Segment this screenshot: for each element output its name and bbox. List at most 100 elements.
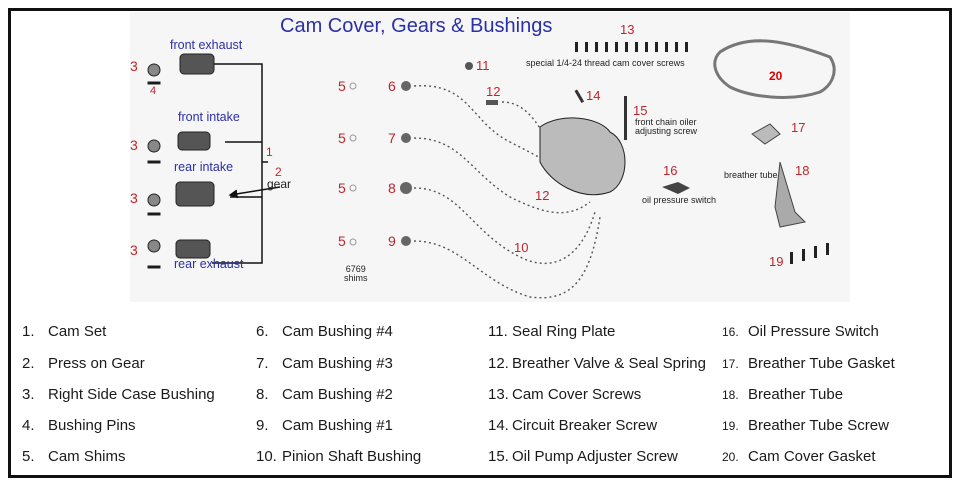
seal-ring-plate bbox=[465, 62, 473, 70]
callout-5c: 5 bbox=[338, 180, 346, 196]
legend-item-label: Cam Bushing #1 bbox=[282, 417, 393, 434]
cam-gears bbox=[175, 53, 215, 259]
cam-set-bracket bbox=[212, 63, 281, 264]
shims bbox=[349, 82, 357, 246]
legend-item: 7.Cam Bushing #3 bbox=[256, 355, 393, 372]
callout-3b: 3 bbox=[130, 137, 138, 153]
legend-item-label: Cam Shims bbox=[48, 448, 126, 465]
legend-item: 8.Cam Bushing #2 bbox=[256, 386, 393, 403]
legend-item-label: Oil Pressure Switch bbox=[748, 323, 879, 340]
exploded-parts-diagram: Cam Cover, Gears & Bushings front exhaus… bbox=[130, 12, 850, 302]
legend-item-label: Cam Set bbox=[48, 323, 107, 340]
callout-4: 4 bbox=[150, 85, 157, 97]
legend-item: 5.Cam Shims bbox=[22, 448, 126, 465]
legend-item: 1. Cam Set bbox=[22, 323, 106, 340]
legend-item-number: 20. bbox=[722, 450, 739, 464]
callout-5d: 5 bbox=[338, 233, 346, 249]
legend-item-number: 13. bbox=[488, 386, 509, 403]
label-front-intake: front intake bbox=[178, 110, 240, 124]
legend-item-label: Breather Tube bbox=[748, 386, 844, 403]
legend-item-number: 10. bbox=[256, 448, 277, 465]
label-breather-tube: breather tube bbox=[724, 170, 778, 180]
callout-19: 19 bbox=[769, 254, 784, 269]
diagram-title: Cam Cover, Gears & Bushings bbox=[280, 15, 553, 37]
legend-item: 4. Bushing Pins bbox=[22, 417, 136, 434]
legend-item-number: 18. bbox=[722, 388, 739, 402]
legend-item: 20. Cam Cover Gasket bbox=[722, 448, 876, 465]
label-shims: 6769 shims bbox=[344, 264, 368, 283]
legend-item: 15.Oil Pump Adjuster Screw bbox=[488, 448, 678, 465]
callout-14: 14 bbox=[586, 88, 601, 103]
legend-item-label: Breather Valve & Seal Spring bbox=[512, 355, 706, 372]
callout-20: 20 bbox=[769, 69, 783, 83]
legend-item: 3.Right Side Case Bushing bbox=[22, 386, 215, 403]
callout-5b: 5 bbox=[338, 130, 346, 146]
legend-item-label: Bushing Pins bbox=[48, 417, 136, 434]
callout-12b: 12 bbox=[535, 188, 550, 203]
legend-item: 2. Press on Gear bbox=[22, 355, 145, 372]
legend-item-label: Cam Bushing #4 bbox=[282, 323, 393, 340]
case-bushings bbox=[147, 63, 161, 269]
callout-16: 16 bbox=[663, 163, 678, 178]
legend-item-label: Circuit Breaker Screw bbox=[512, 417, 658, 434]
label-front-exhaust: front exhaust bbox=[170, 38, 243, 52]
legend-item: 16. Oil Pressure Switch bbox=[722, 323, 879, 340]
legend-item-label: Oil Pump Adjuster Screw bbox=[512, 448, 678, 465]
breather-tube-part bbox=[774, 161, 807, 228]
legend-item-number: 9. bbox=[256, 417, 269, 434]
label-rear-intake: rear intake bbox=[174, 160, 234, 174]
callout-2: 2 bbox=[275, 165, 282, 179]
legend-item: 14.Circuit Breaker Screw bbox=[488, 417, 657, 434]
label-chain-oiler: front chain oiler bbox=[635, 117, 697, 127]
callout-13: 13 bbox=[620, 22, 635, 37]
legend-item-label: Breather Tube Screw bbox=[748, 417, 889, 434]
callout-9: 9 bbox=[388, 233, 396, 249]
legend-item-number: 4. bbox=[22, 417, 35, 434]
callout-1: 1 bbox=[266, 145, 273, 159]
legend-item: 19. Breather Tube Screw bbox=[722, 417, 889, 434]
callout-8: 8 bbox=[388, 180, 396, 196]
callout-18: 18 bbox=[795, 163, 810, 178]
label-cover-screws: special 1/4-24 thread cam cover screws bbox=[526, 58, 685, 68]
breather-tube-screws bbox=[790, 243, 829, 264]
callout-3c: 3 bbox=[130, 190, 138, 206]
legend-item-number: 2. bbox=[22, 355, 35, 372]
legend-item: 6.Cam Bushing #4 bbox=[256, 323, 393, 340]
legend-item-number: 15. bbox=[488, 448, 509, 465]
callout-3d: 3 bbox=[130, 242, 138, 258]
callout-15: 15 bbox=[633, 103, 648, 118]
legend-item-label: Cam Cover Screws bbox=[512, 386, 642, 403]
oil-pump-adjuster-screw bbox=[624, 96, 627, 140]
label-gear: gear bbox=[267, 177, 292, 191]
legend-item-label: Pinion Shaft Bushing bbox=[282, 448, 422, 465]
legend-item-number: 17. bbox=[722, 357, 739, 371]
parts-drawing bbox=[147, 39, 836, 299]
callout-7: 7 bbox=[388, 130, 396, 146]
cam-cover-gasket bbox=[713, 39, 836, 99]
legend-item-label: Cam Bushing #3 bbox=[282, 355, 393, 372]
legend-item-label: Breather Tube Gasket bbox=[748, 355, 895, 372]
legend-item-number: 19. bbox=[722, 419, 739, 433]
legend-item: 10. Pinion Shaft Bushing bbox=[256, 448, 421, 465]
legend-item: 13.Cam Cover Screws bbox=[488, 386, 641, 403]
legend-item-number: 16. bbox=[722, 325, 739, 339]
breather-tube-gasket bbox=[751, 123, 781, 145]
legend-item-number: 12. bbox=[488, 355, 509, 372]
callout-12a: 12 bbox=[486, 84, 501, 99]
cam-bushings bbox=[400, 81, 412, 246]
circuit-breaker-screw bbox=[574, 89, 585, 104]
legend-item-number: 11. bbox=[488, 323, 508, 340]
cam-cover-body bbox=[539, 117, 626, 196]
legend-item-label: Press on Gear bbox=[48, 355, 145, 372]
callout-5a: 5 bbox=[338, 78, 346, 94]
legend-item-number: 3. bbox=[22, 386, 35, 403]
cam-cover-screws bbox=[575, 42, 688, 52]
breather-valve bbox=[486, 100, 498, 105]
legend-item: 18. Breather Tube bbox=[722, 386, 843, 403]
oil-pressure-switch-part bbox=[662, 182, 690, 194]
legend-item-number: 1. bbox=[22, 323, 35, 340]
callout-6: 6 bbox=[388, 78, 396, 94]
callout-11: 11 bbox=[476, 58, 490, 73]
label-adjusting-screw: adjusting screw bbox=[635, 126, 698, 136]
legend-item-label: Cam Cover Gasket bbox=[748, 448, 876, 465]
